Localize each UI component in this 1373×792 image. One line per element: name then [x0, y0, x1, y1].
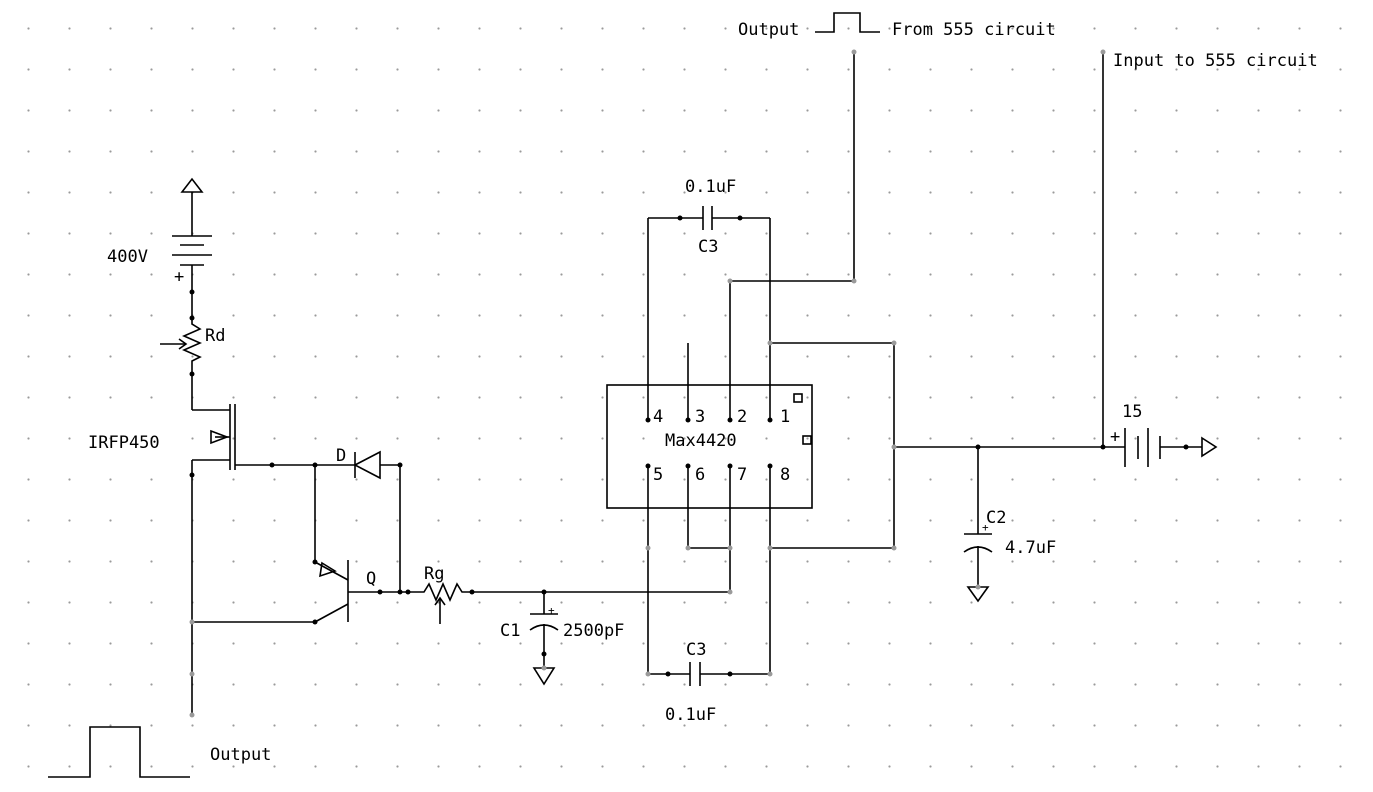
c1-name-label: C1	[500, 621, 520, 641]
max4420-ic-body	[606, 281, 813, 674]
pin-5-label: 5	[653, 465, 663, 485]
c2-name-label: C2	[986, 508, 1006, 528]
rg-potentiometer-symbol	[420, 582, 544, 624]
pin-4-label: 4	[653, 407, 663, 427]
c2-value-label: 4.7uF	[1005, 538, 1056, 558]
c3-top-name-label: C3	[698, 237, 718, 257]
bottom-output-label: Output	[210, 745, 271, 765]
mosfet-label: IRFP450	[88, 433, 160, 453]
rd-label: Rd	[205, 326, 225, 346]
pin-6-label: 6	[695, 465, 705, 485]
pin-8-label: 8	[780, 465, 790, 485]
c2-plus-label: +	[982, 521, 989, 534]
c1-plus-label: +	[548, 604, 555, 617]
input-555-label: Input to 555 circuit	[1113, 51, 1318, 71]
supply-arrow-symbol	[180, 177, 204, 236]
c3-bottom-name-label: C3	[686, 640, 706, 660]
pin-7-label: 7	[737, 465, 747, 485]
from-555-label: From 555 circuit	[892, 20, 1056, 40]
junction-dots	[189, 49, 1189, 718]
pin-1-label: 1	[780, 407, 790, 427]
battery-plus-label: +	[1110, 427, 1120, 447]
battery-15-symbol	[1124, 428, 1218, 467]
ic-name-label: Max4420	[665, 431, 737, 451]
battery-label: 15	[1122, 402, 1142, 422]
vsource-plus-label: +	[174, 267, 184, 287]
mosfet-irfp450-symbol	[191, 404, 315, 715]
ic-wiring	[688, 52, 1125, 549]
bottom-output-pulse	[48, 726, 190, 778]
c1-capacitor-symbol	[529, 466, 731, 686]
diode-label: D	[336, 446, 346, 466]
pin-2-label: 2	[737, 407, 747, 427]
vsource-label: 400V	[107, 247, 148, 267]
diode-d-symbol	[315, 450, 401, 592]
top-output-label: Output	[738, 20, 799, 40]
c3-top-value-label: 0.1uF	[685, 177, 736, 197]
c1-value-label: 2500pF	[563, 621, 624, 641]
rg-label: Rg	[424, 564, 444, 584]
c3-bottom-value-label: 0.1uF	[665, 705, 716, 725]
pin-3-label: 3	[695, 407, 705, 427]
rd-potentiometer-symbol	[160, 318, 202, 410]
top-output-pulse	[815, 12, 880, 33]
transistor-label: Q	[366, 569, 376, 589]
transistor-q-symbol	[192, 465, 420, 623]
